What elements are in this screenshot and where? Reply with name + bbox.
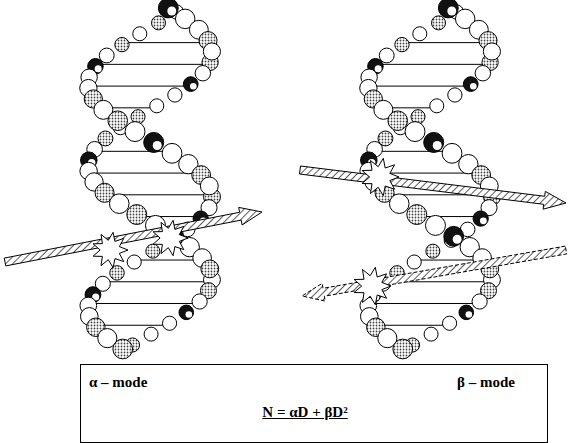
- nucleotide-bead: [395, 37, 409, 51]
- bead-highlight: [153, 141, 162, 150]
- bead-highlight: [470, 83, 477, 90]
- nucleotide-bead: [201, 260, 219, 278]
- nucleotide-bead: [125, 122, 145, 142]
- nucleotide-bead: [388, 111, 408, 131]
- radiation-track: [300, 166, 567, 209]
- nucleotide-bead: [127, 205, 147, 225]
- track-arrow: [300, 166, 567, 209]
- nucleotide-bead: [438, 0, 458, 18]
- bead-highlight: [453, 235, 462, 244]
- nucleotide-bead: [183, 77, 198, 92]
- bead-highlight: [167, 7, 176, 16]
- bead-highlight: [447, 7, 456, 16]
- base-pair: [96, 325, 170, 326]
- base-pair: [95, 151, 172, 152]
- base-pair: [375, 64, 490, 65]
- base-pair: [95, 64, 210, 65]
- nucleotide-bead: [430, 99, 444, 113]
- dose-formula: N = αD + βD²: [262, 404, 347, 421]
- bead-highlight: [190, 83, 197, 90]
- radiation-track: [4, 207, 262, 266]
- damage-burst: [354, 267, 391, 304]
- dna-helix: [80, 0, 221, 359]
- damage-burst: [153, 220, 188, 255]
- nucleotide-bead: [195, 66, 210, 81]
- nucleotide-bead: [432, 16, 446, 30]
- radiation-track: [302, 246, 567, 301]
- nucleotide-bead: [133, 27, 147, 41]
- nucleotide-bead: [168, 88, 182, 102]
- base-pair: [402, 42, 488, 43]
- track-arrow: [302, 246, 567, 301]
- nucleotide-bead: [150, 99, 164, 113]
- formula-box: α – mode β – mode N = αD + βD²: [80, 364, 548, 443]
- nucleotide-bead: [144, 132, 164, 152]
- nucleotide-bead: [413, 27, 427, 41]
- base-pair: [414, 260, 482, 261]
- nucleotide-bead: [99, 48, 114, 63]
- bead-highlight: [95, 65, 102, 72]
- base-pair: [376, 325, 450, 326]
- nucleotide-bead: [407, 205, 427, 225]
- nucleotide-bead: [426, 244, 440, 258]
- nucleotide-bead: [146, 244, 160, 258]
- nucleotide-bead: [483, 43, 500, 60]
- nucleotide-bead: [109, 194, 129, 214]
- nucleotide-bead: [407, 255, 421, 269]
- nucleotide-bead: [113, 339, 133, 359]
- nucleotide-bead: [475, 66, 490, 81]
- mode-label: β – mode: [457, 374, 515, 391]
- base-pair: [134, 260, 202, 261]
- nucleotide-bead: [389, 194, 409, 214]
- base-pair: [122, 42, 208, 43]
- nucleotide-bead: [203, 43, 220, 60]
- base-pair: [88, 303, 199, 304]
- damage-burst: [362, 158, 399, 195]
- base-pair: [368, 303, 479, 304]
- bead-highlight: [375, 65, 382, 72]
- nucleotide-bead: [424, 327, 438, 341]
- nucleotide-bead: [162, 316, 176, 330]
- bead-highlight: [186, 311, 193, 318]
- nucleotide-bead: [393, 339, 413, 359]
- nucleotide-bead: [179, 305, 194, 320]
- dna-helix: [360, 0, 501, 359]
- bead-highlight: [480, 217, 487, 224]
- nucleotide-bead: [425, 215, 445, 235]
- track-arrow: [4, 207, 262, 266]
- base-pair: [375, 151, 452, 152]
- base-pair: [88, 86, 190, 87]
- nucleotide-bead: [448, 88, 462, 102]
- base-pair: [368, 86, 470, 87]
- nucleotide-bead: [152, 16, 166, 30]
- damage-burst: [93, 232, 128, 267]
- base-pair: [103, 281, 212, 282]
- nucleotide-bead: [405, 122, 425, 142]
- bead-highlight: [433, 141, 442, 150]
- nucleotide-bead: [472, 294, 487, 309]
- nucleotide-bead: [108, 111, 128, 131]
- nucleotide-bead: [127, 255, 141, 269]
- nucleotide-bead: [379, 48, 394, 63]
- nucleotide-bead: [200, 177, 218, 195]
- nucleotide-bead: [158, 0, 178, 18]
- nucleotide-bead: [424, 132, 444, 152]
- nucleotide-bead: [110, 266, 124, 280]
- nucleotide-bead: [459, 305, 474, 320]
- nucleotide-bead: [473, 211, 488, 226]
- nucleotide-bead: [192, 294, 207, 309]
- bead-highlight: [466, 311, 473, 318]
- mode-label: α – mode: [89, 374, 147, 391]
- nucleotide-bead: [442, 316, 456, 330]
- nucleotide-bead: [463, 77, 478, 92]
- nucleotide-bead: [144, 327, 158, 341]
- nucleotide-bead: [115, 37, 129, 51]
